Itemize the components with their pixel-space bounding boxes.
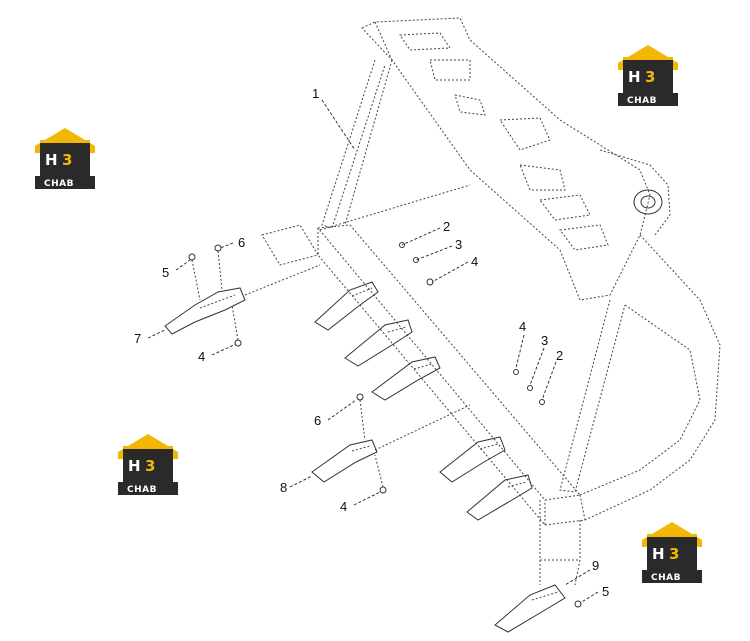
bucket-teeth [314, 281, 533, 521]
leader-lines [147, 99, 599, 604]
svg-text:H: H [128, 457, 141, 475]
svg-text:H: H [628, 68, 641, 86]
callout-9: 9 [592, 558, 599, 573]
watermark-logo-bottom-right: H 3 CHAB [642, 522, 702, 583]
callout-8: 8 [280, 480, 287, 495]
tooth-1 [314, 281, 379, 331]
tooth-2 [344, 319, 413, 367]
logo-caption: CHAB [651, 573, 681, 583]
tooth-4 [439, 436, 506, 483]
exploded-tooth-left [164, 224, 321, 347]
bucket-body [317, 17, 721, 561]
hardware-set-right [513, 369, 545, 405]
callout-3-right: 3 [541, 333, 548, 348]
callout-2-right: 2 [556, 348, 563, 363]
callout-4-right: 4 [519, 319, 526, 334]
callout-7: 7 [134, 331, 141, 346]
logo-caption: CHAB [627, 96, 657, 106]
callout-5-bottom: 5 [602, 584, 609, 599]
watermark-logo-bottom-left: H 3 CHAB [118, 434, 178, 495]
svg-text:H: H [652, 545, 665, 563]
svg-text:3: 3 [145, 457, 155, 475]
tooth-3 [371, 356, 441, 401]
exploded-tooth-bottom [494, 559, 582, 633]
logo-caption: CHAB [44, 179, 74, 189]
callout-1: 1 [312, 86, 319, 101]
svg-text:H: H [45, 151, 58, 169]
callout-3-upper: 3 [455, 237, 462, 252]
logo-caption: CHAB [127, 485, 157, 495]
callout-6-middle: 6 [314, 413, 321, 428]
svg-text:3: 3 [62, 151, 72, 169]
callout-4-upper: 4 [471, 254, 478, 269]
callout-2-upper: 2 [443, 219, 450, 234]
hardware-set-upper [399, 242, 434, 286]
watermark-logo-top-left: H 3 CHAB [35, 128, 95, 189]
callout-6-left: 6 [238, 235, 245, 250]
exploded-tooth-middle [311, 393, 471, 494]
watermark-logo-top-right: H 3 CHAB [618, 45, 678, 106]
callout-5-left: 5 [162, 265, 169, 280]
tooth-5 [466, 474, 533, 521]
callout-4-middle: 4 [340, 499, 347, 514]
callouts: 1 2 3 4 5 6 7 4 4 3 2 6 8 4 9 5 [134, 86, 609, 599]
svg-text:3: 3 [669, 545, 679, 563]
callout-4-left: 4 [198, 349, 205, 364]
svg-text:3: 3 [645, 68, 655, 86]
